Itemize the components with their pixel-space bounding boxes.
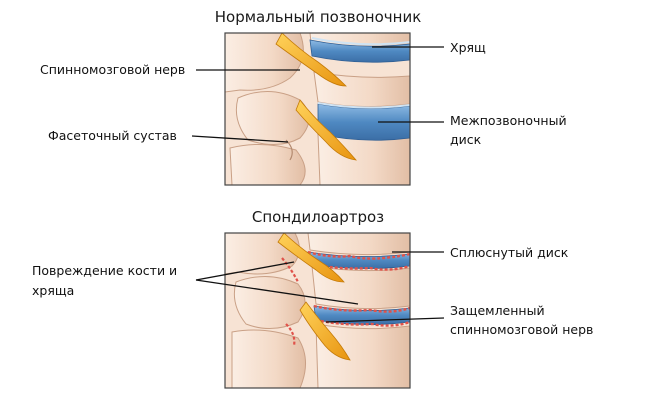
- normal-spine-illustration: [225, 33, 410, 185]
- label-bone-cartilage-damage-line1: Повреждение кости и: [32, 263, 177, 278]
- label-facet-joint: Фасеточный сустав: [48, 128, 177, 143]
- bottom-frame: [224, 232, 411, 389]
- leader-damage-upper: [195, 261, 295, 281]
- label-bone-cartilage-damage-line2: хряща: [32, 283, 74, 298]
- top-title: Нормальный позвоночник: [215, 8, 422, 26]
- leader-facet-joint: [191, 135, 289, 143]
- label-cartilage: Хрящ: [450, 40, 486, 55]
- label-disc-line2: диск: [450, 132, 482, 147]
- label-pinched-nerve-line1: Защемленный: [450, 303, 545, 318]
- label-flattened-disc: Сплюснутый диск: [450, 245, 569, 260]
- label-pinched-nerve-line2: спинномозговой нерв: [450, 322, 593, 337]
- bottom-title: Спондилоартроз: [252, 208, 384, 226]
- leader-damage-lower: [195, 279, 359, 305]
- leader-pinched-nerve: [325, 317, 445, 323]
- label-spinal-nerve: Спинномозговой нерв: [40, 62, 185, 77]
- spondyloarthrosis-illustration: [225, 233, 410, 388]
- top-frame: [224, 32, 411, 186]
- label-disc-line1: Межпозвоночный: [450, 113, 567, 128]
